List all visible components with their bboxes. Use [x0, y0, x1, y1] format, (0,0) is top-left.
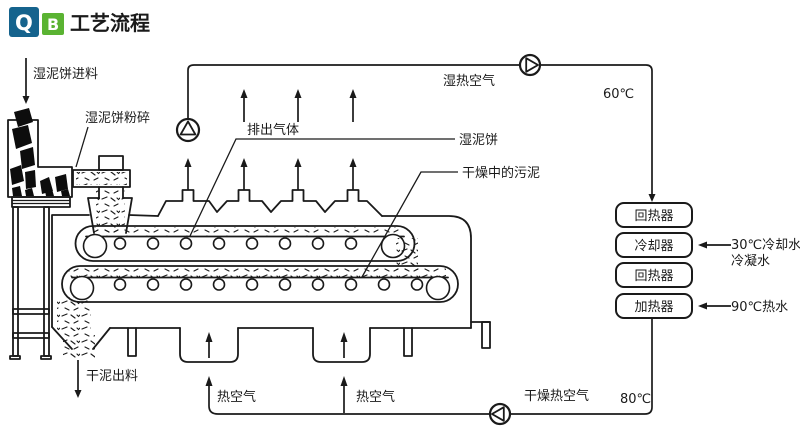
hot-water-label: 90℃热水 [731, 300, 788, 315]
dry-discharge-label: 干泥出料 [86, 369, 138, 384]
logo-q-badge [9, 7, 39, 37]
exhaust-gas-label: 排出气体 [247, 122, 299, 138]
falling-material [57, 297, 91, 331]
feed-arrow [22, 58, 30, 104]
belt-end-roller [425, 275, 451, 301]
exhaust-fan-icon [175, 117, 201, 143]
logo: Q B 工艺流程 [9, 7, 150, 37]
logo-b-letter: B [47, 15, 59, 34]
feed-label: 湿泥饼进料 [33, 67, 98, 82]
wet-cake-hopper [7, 108, 73, 198]
support-leg [127, 327, 137, 357]
crusher-label: 湿泥饼粉碎 [85, 111, 150, 126]
supply-fan-icon [518, 53, 542, 77]
exhaust-pipe [187, 64, 653, 194]
hopper-stand [9, 196, 71, 360]
conveyor-belt-upper [74, 225, 416, 262]
exhaust-arrow [294, 158, 302, 190]
belt-material [68, 268, 446, 277]
falling-material [396, 238, 418, 270]
dry-discharge-arrow [74, 360, 82, 398]
exhaust-arrow [294, 89, 302, 122]
conveyor-belt-lower [61, 265, 459, 303]
belt-end-roller [69, 275, 95, 301]
exhaust-arrow [349, 89, 357, 122]
exhaust-arrow [349, 158, 357, 190]
heat-exchanger-box [615, 202, 693, 228]
hot-air-label-1: 热空气 [217, 389, 256, 405]
heat-exchanger-box [615, 262, 693, 288]
crusher [72, 155, 133, 234]
logo-b-badge [42, 13, 64, 35]
exhaust-arrows [184, 89, 357, 190]
temp-60-label: 60℃ [603, 87, 634, 102]
hot-air-arrow-2 [340, 332, 348, 413]
cooling-water-label: 30℃冷却水 [731, 238, 800, 253]
wet-cake-label: 湿泥饼 [459, 133, 498, 148]
heat-exchanger-box [615, 232, 693, 258]
discharge-material [63, 333, 95, 359]
wet-cake-leader-line [189, 138, 455, 237]
logo-q-letter: Q [15, 11, 33, 35]
crushed-material [76, 172, 127, 185]
hot-water-arrow [698, 302, 731, 310]
return-pipe [208, 318, 653, 415]
belt-rollers [113, 237, 358, 250]
temp-80-label: 80℃ [620, 392, 651, 407]
hot-air-arrow-1 [205, 332, 213, 403]
exhaust-arrow [240, 89, 248, 122]
heat-exchanger-label: 回热器 [634, 269, 673, 284]
pipe-arrow-head [648, 194, 656, 202]
drying-sludge-leader-line [361, 171, 458, 278]
circulation-fan-icon [488, 402, 512, 426]
crusher-leader-line [75, 126, 89, 168]
heat-exchanger-box [615, 293, 693, 319]
belt-rollers [113, 278, 424, 291]
vent-hoods [157, 189, 383, 217]
air-inlet-duct-2 [312, 327, 371, 363]
support-leg [403, 327, 413, 357]
dryer-body [51, 189, 491, 363]
condensate-label: 冷凝水 [731, 253, 770, 269]
drying-sludge-label: 干燥中的污泥 [462, 165, 540, 181]
sludge-chunks [10, 108, 70, 196]
exhaust-arrow [184, 158, 192, 190]
logo-title: 工艺流程 [70, 11, 150, 35]
dry-hot-air-label: 干燥热空气 [524, 388, 589, 404]
heat-exchanger-stack: 回热器 冷却器 回热器 加热器 [615, 202, 693, 319]
belt-material [90, 227, 402, 236]
belt-end-roller [82, 233, 108, 259]
heat-exchanger-label: 回热器 [634, 209, 673, 224]
humid-hot-air-label: 湿热空气 [443, 73, 495, 89]
cooling-water-arrow [698, 241, 731, 249]
air-inlet-duct-1 [179, 327, 239, 363]
hot-air-label-2: 热空气 [356, 389, 395, 405]
support-leg [481, 321, 491, 349]
heat-exchanger-label: 加热器 [634, 300, 673, 315]
heat-exchanger-label: 冷却器 [634, 239, 673, 254]
exhaust-arrow [240, 158, 248, 190]
